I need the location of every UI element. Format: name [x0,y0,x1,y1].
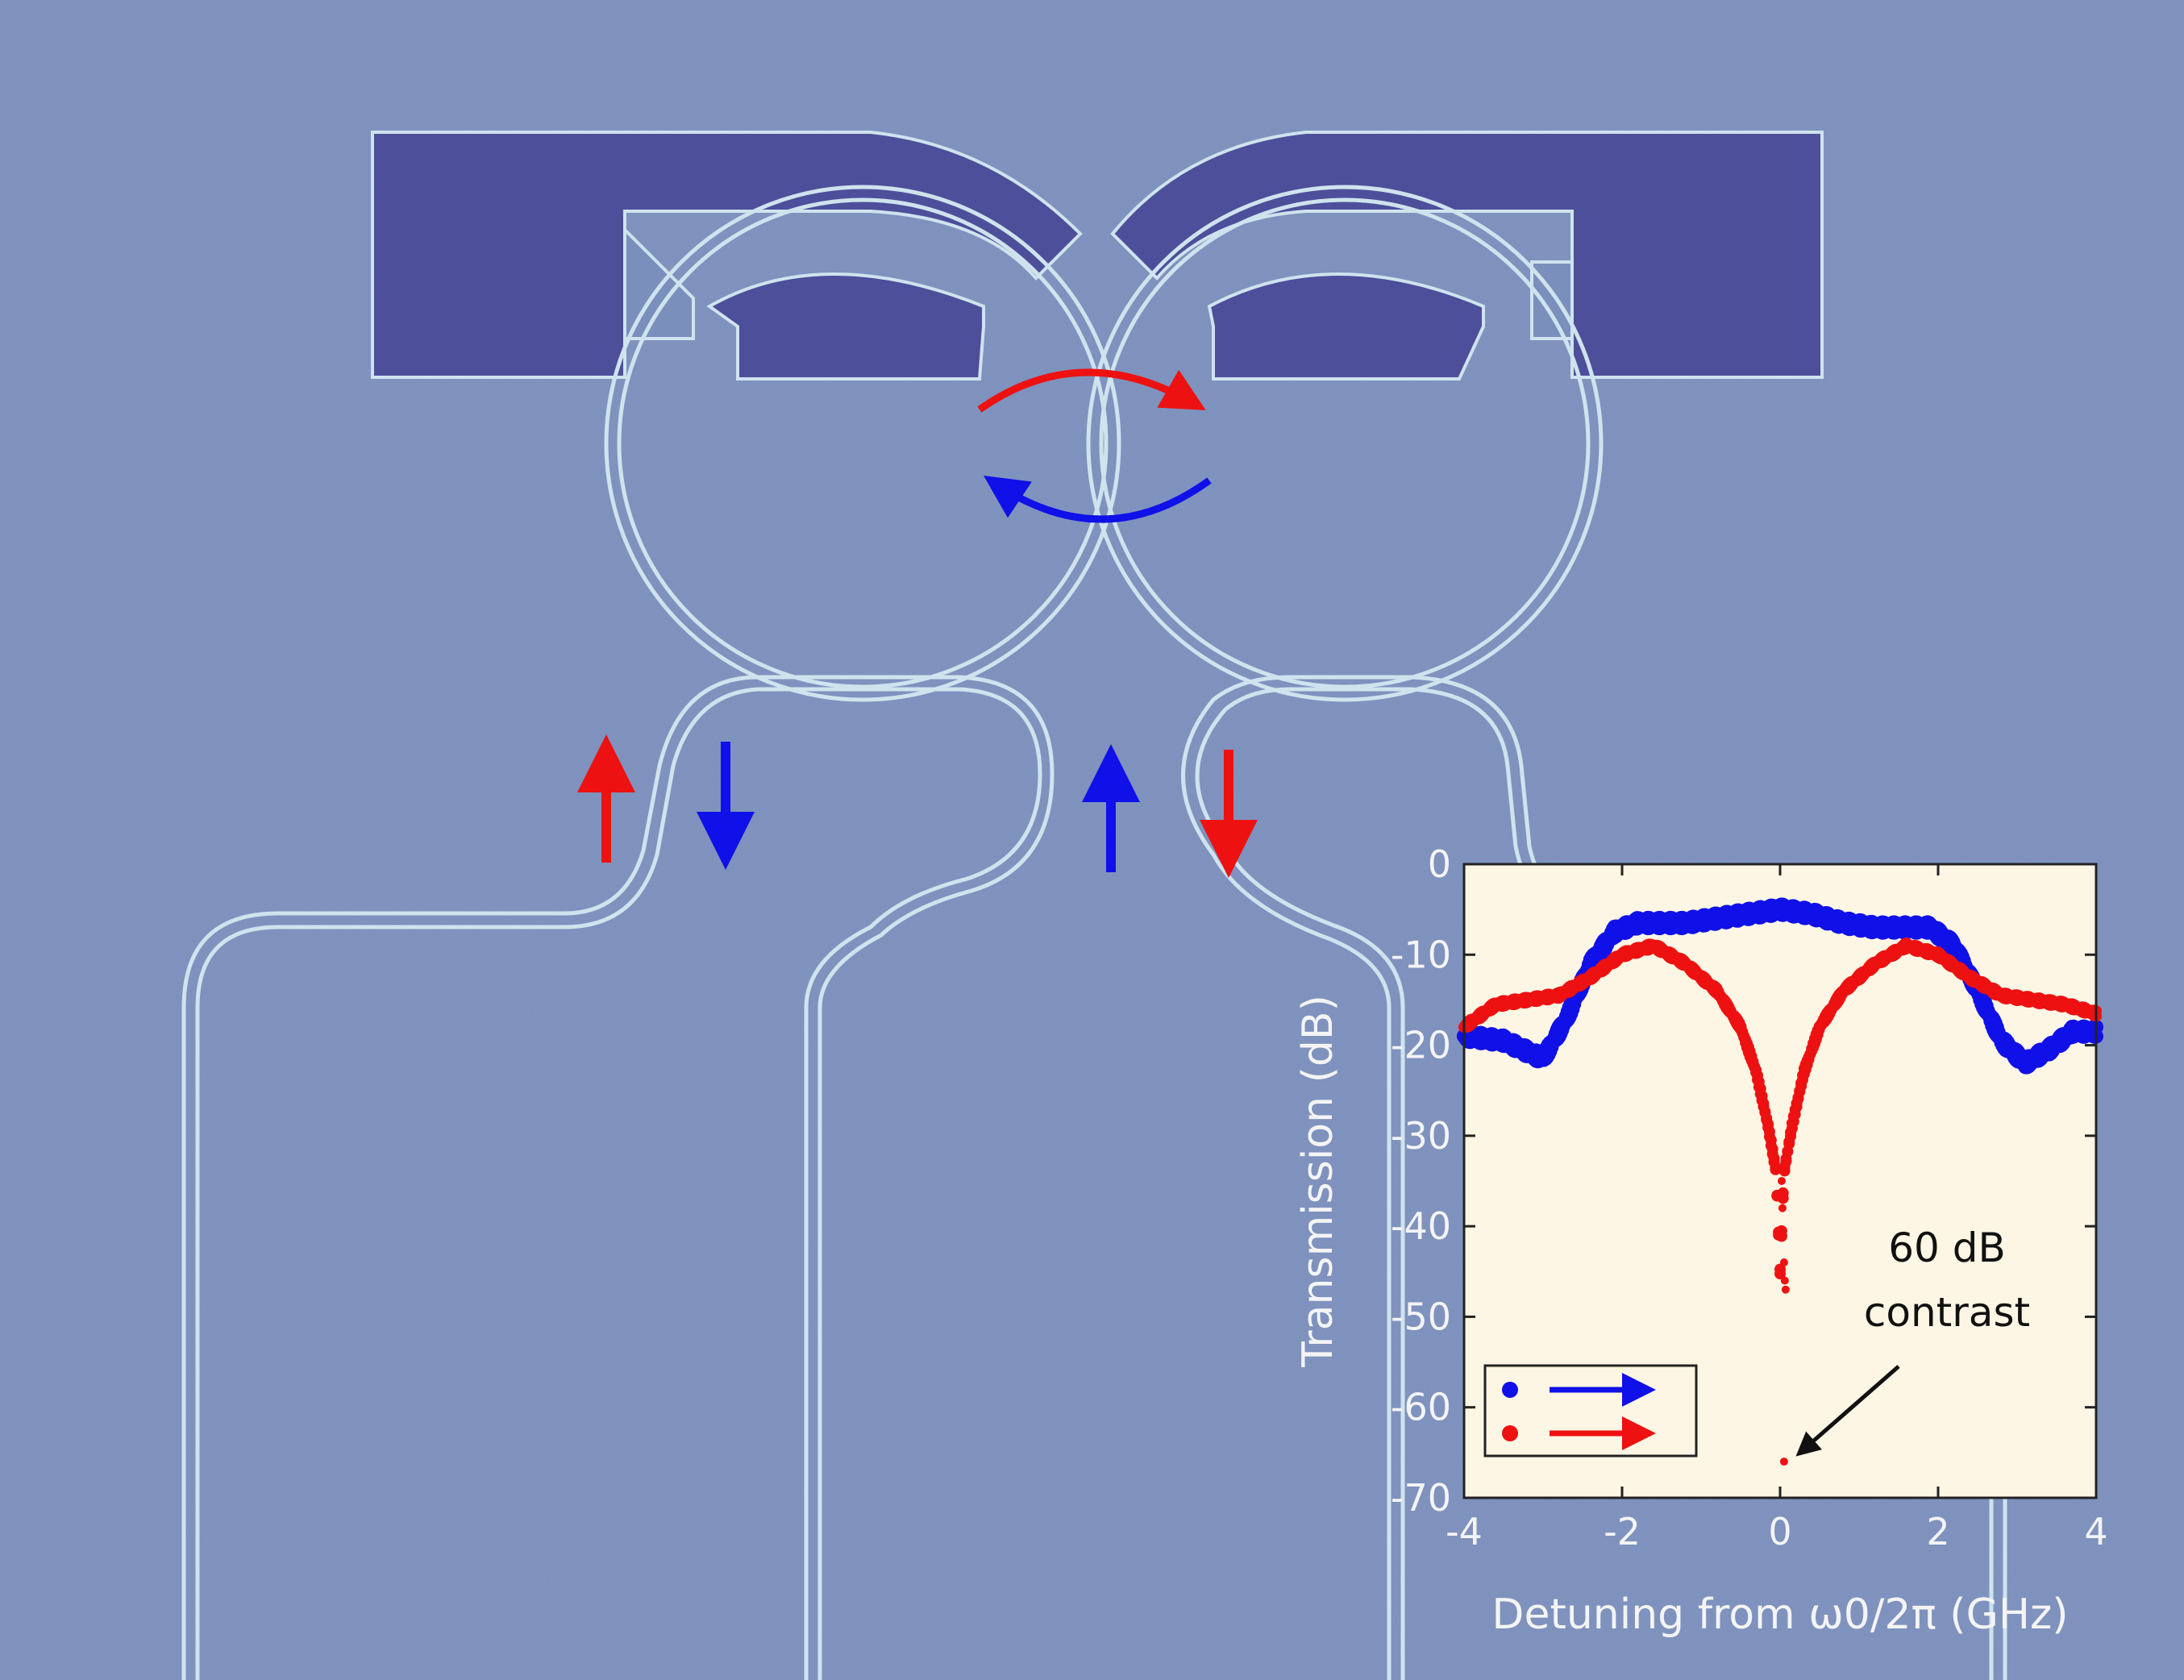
x-axis-label: Detuning from ω0/2π (GHz) [1491,1591,2068,1639]
data-point [1768,1152,1780,1164]
legend-box [1483,1364,1698,1458]
data-point [1763,1125,1775,1137]
data-point [1778,1165,1791,1177]
x-tick-label: -4 [1446,1510,1483,1553]
data-point [1779,1258,1788,1267]
data-point [1781,1285,1790,1294]
annotation-line-2: contrast [1864,1289,2030,1336]
y-tick-label: -20 [1391,1024,1451,1067]
data-point [1777,1177,1786,1185]
right-ring-resonator [1086,185,1604,702]
x-tick-label: 4 [2084,1510,2107,1553]
data-point [1774,1268,1786,1280]
red-coupling-arrow [977,368,1206,413]
x-tick-label: 0 [1768,1510,1791,1553]
annotation-arrow [1795,1365,1900,1457]
y-tick-label: -50 [1391,1295,1451,1338]
data-point [1766,1143,1778,1155]
plot-frame [1462,863,2098,1499]
series-forward [1457,897,2103,1075]
series-backward [1458,937,2102,1466]
data-point [1778,1231,1787,1240]
y-tick-label: -30 [1391,1114,1451,1158]
blue-coupling-arrow [984,476,1212,523]
data-point [1770,1162,1782,1174]
y-tick-label: -40 [1391,1204,1451,1248]
x-tick-label: -2 [1604,1510,1641,1553]
x-tick-label: 2 [1926,1510,1949,1553]
data-point [1780,1276,1789,1285]
legend [1483,1364,1698,1458]
legend-marker-forward [1502,1382,1518,1398]
y-tick-labels: 0 -10 -20 -30 -40 -50 -60 -70 [1391,842,1451,1520]
y-tick-label: -60 [1391,1386,1451,1429]
data-point [1777,1192,1789,1204]
annotation-line-1: 60 dB [1888,1225,2006,1271]
data-point [1778,1204,1787,1212]
data-point [1780,1155,1792,1167]
y-tick-label: -10 [1391,933,1451,976]
data-point [1765,1134,1777,1146]
y-axis-label: Transmission (dB) [1294,995,1342,1368]
left-electrode [371,131,1083,380]
left-ring-resonator [604,185,1121,702]
y-tick-label: 0 [1428,842,1451,886]
x-tick-labels: -4 -2 0 2 4 [1446,1510,2108,1553]
left-bus-waveguide [181,675,1055,1680]
outlier-point [1779,1458,1788,1466]
y-tick-label: -70 [1391,1476,1451,1520]
legend-marker-backward [1502,1425,1518,1441]
